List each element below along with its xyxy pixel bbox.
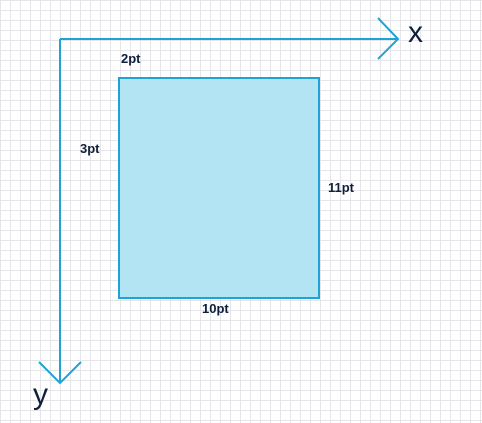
y-axis-arrowhead [38, 361, 82, 385]
x-axis-label: x [408, 16, 423, 49]
blue-rectangle [118, 77, 320, 299]
top-edge-label: 2pt [121, 51, 141, 66]
right-edge-label: 11pt [328, 180, 355, 195]
y-axis-label: y [33, 378, 48, 411]
x-axis-arrowhead [377, 17, 400, 60]
bottom-edge-label: 10pt [202, 301, 229, 316]
left-edge-label: 3pt [80, 141, 100, 156]
